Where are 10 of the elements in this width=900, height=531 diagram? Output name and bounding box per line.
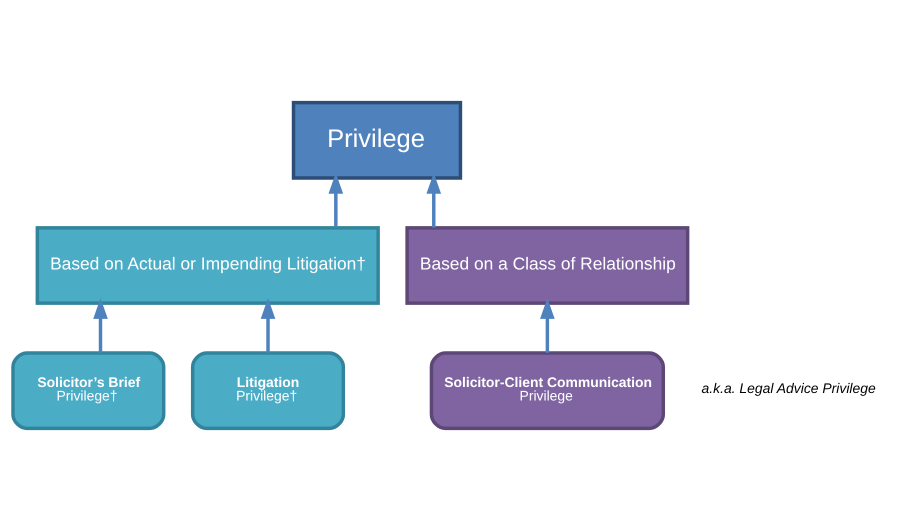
arrow xyxy=(540,298,555,353)
node-box: Solicitor’s Brief Privilege† xyxy=(11,351,166,430)
node-box: Based on a Class of Relationship xyxy=(405,226,690,305)
node-box: Litigation Privilege† xyxy=(190,351,346,430)
node-box: Based on Actual or Impending Litigation† xyxy=(36,226,380,305)
arrow xyxy=(93,298,108,353)
node-box: Privilege xyxy=(292,100,462,180)
node-label: a.k.a. Legal Advice Privilege xyxy=(702,380,876,396)
arrow xyxy=(260,298,276,353)
node-box: Solicitor-Client Communication Privilege xyxy=(430,351,666,430)
